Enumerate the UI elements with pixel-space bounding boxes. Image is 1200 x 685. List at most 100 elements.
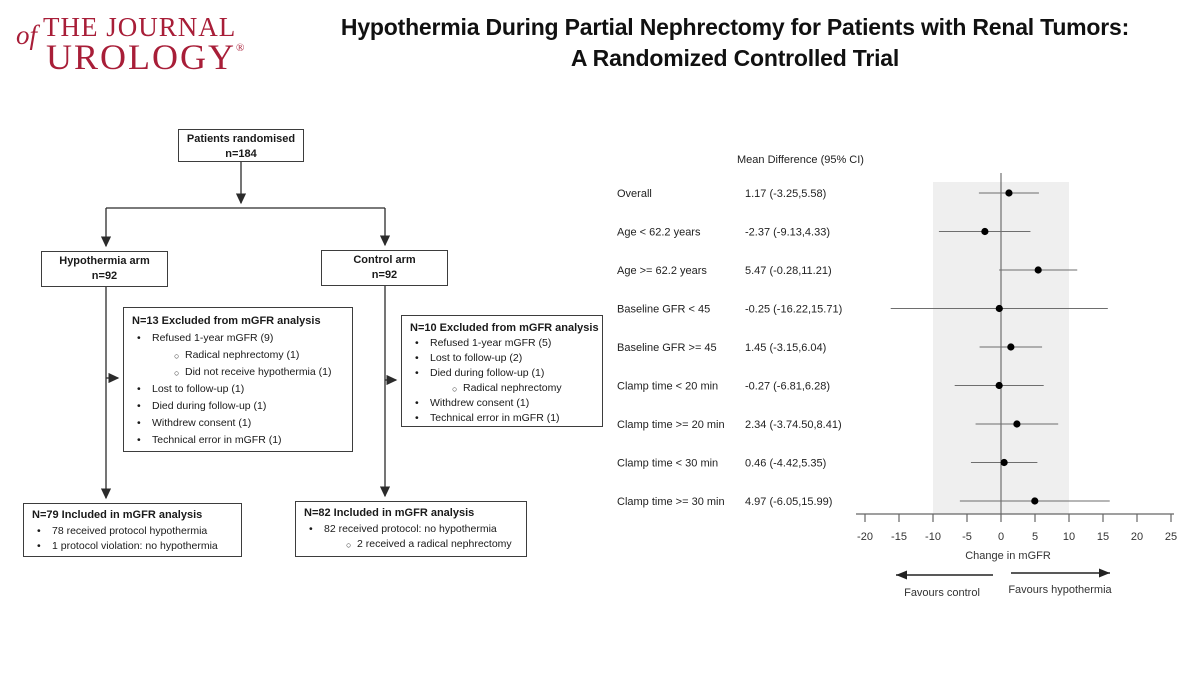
forest-row-label: Baseline GFR < 45 [617, 304, 710, 316]
logo-line2: UROLOGY® [46, 36, 244, 78]
circle-bullet-icon: ○ [174, 368, 180, 378]
bullet-icon: • [137, 434, 141, 446]
forest-row-value: -0.27 (-6.81,6.28) [745, 381, 830, 393]
hypothermia-arm-n: n=92 [91, 269, 118, 282]
box-control-included: N=82 Included in mGFR analysis •82 recei… [295, 501, 527, 557]
list-item-text: Did not receive hypothermia (1) [185, 366, 332, 378]
point-estimate-marker [1031, 497, 1039, 505]
consort-flow-diagram: Patients randomised n=184 Hypothermia ar… [0, 115, 660, 585]
flow-connectors [100, 162, 398, 500]
control-arm-n: n=92 [371, 268, 398, 281]
forest-row-value: 1.45 (-3.15,6.04) [745, 342, 826, 354]
control-included-list: • 82 received protocol: no hypothermia ○2 … [296, 522, 526, 553]
bullet-icon: • [37, 524, 41, 537]
circle-bullet-icon: ○ [346, 540, 352, 550]
favours-control-label: Favours control [904, 587, 980, 599]
bullet-icon: • [415, 397, 419, 409]
list-item-text: Refused 1-year mGFR (9) [152, 332, 274, 344]
hypo-included-title: N=79 Included in mGFR analysis [32, 509, 203, 521]
bullet-icon: • [309, 522, 313, 535]
x-tick-label: -5 [962, 531, 972, 543]
hypo-excluded-list: • Refused 1-year mGFR (9) ○ Radical nephrec… [124, 330, 352, 449]
list-item: • 82 received protocol: no hypothermia [296, 522, 526, 538]
box-control-arm: Control arm n=92 [321, 250, 448, 286]
control-excluded-list: • Refused 1-year mGFR (5) • Lost to follow-… [402, 336, 602, 426]
list-item: • Technical error in mGFR (1) [402, 411, 602, 426]
list-item-text: 82 received protocol: no hypothermia [324, 522, 497, 535]
list-item-text: Died during follow-up (1) [152, 400, 267, 412]
list-item-text: 78 received protocol hypothermia [52, 524, 208, 537]
list-item-text: Died during follow-up (1) [430, 367, 545, 379]
box-hypothermia-arm: Hypothermia arm n=92 [41, 251, 168, 287]
list-item-text: Radical nephrectomy (1) [185, 349, 300, 361]
list-item-text: Withdrew consent (1) [152, 417, 252, 429]
forest-row-label: Baseline GFR >= 45 [617, 342, 717, 354]
box-patients-randomised: Patients randomised n=184 [178, 129, 304, 162]
list-item-text: Lost to follow-up (2) [430, 352, 523, 364]
forest-row-label: Overall [617, 188, 652, 200]
list-item-text: Technical error in mGFR (1) [430, 412, 560, 424]
bullet-icon: • [415, 337, 419, 349]
forest-row-label: Clamp time < 30 min [617, 458, 718, 470]
forest-row-value: -0.25 (-16.22,15.71) [745, 304, 842, 316]
forest-plot: Mean Difference (95% CI) Overall 1.17 (-3.… [600, 140, 1200, 620]
x-tick-label: -15 [891, 531, 907, 543]
logo-line1: THE JOURNAL [43, 12, 237, 42]
mean-difference-header: Mean Difference (95% CI) [737, 154, 864, 166]
forest-row-value: 2.34 (-3.74.50,8.41) [745, 419, 842, 431]
point-estimate-marker [1034, 266, 1042, 274]
list-item: ○2 received a radical nephrectomy [296, 537, 526, 553]
randomised-n: n=184 [225, 147, 257, 160]
right-arrowhead-icon [1099, 568, 1110, 578]
forest-row-label: Age < 62.2 years [617, 227, 701, 239]
bullet-icon: • [37, 540, 41, 552]
logo-of-text: of [16, 20, 38, 50]
list-item: •Technical error in mGFR (1) [124, 432, 352, 449]
point-estimate-marker [995, 381, 1003, 390]
forest-plot-svg: Mean Difference (95% CI) Overall 1.17 (-3.… [617, 154, 1177, 599]
x-tick-label: 15 [1097, 531, 1109, 543]
list-item-text: 1 protocol violation: no hypothermia [52, 540, 218, 552]
x-axis-label: Change in mGFR [965, 550, 1051, 562]
hypo-included-list: • 78 received protocol hypothermia • 1 prot… [24, 524, 241, 555]
bullet-icon: • [415, 412, 419, 424]
control-arm-label: Control arm [353, 254, 416, 266]
list-item: ○ Did not receive hypothermia (1) [124, 364, 352, 381]
forest-row-label: Clamp time >= 30 min [617, 496, 725, 508]
forest-row-value: 0.46 (-4.42,5.35) [745, 458, 826, 470]
list-item: •Died during follow-up (1) [402, 366, 602, 381]
x-tick-label: -10 [925, 531, 941, 543]
forest-row-value: 1.17 (-3.25,5.58) [745, 188, 826, 200]
point-estimate-marker [1013, 420, 1021, 428]
bullet-icon: • [137, 332, 141, 344]
figure-title: Hypothermia During Partial Nephrectomy f… [280, 12, 1190, 74]
point-estimate-marker [995, 304, 1003, 313]
forest-row-label: Clamp time < 20 min [617, 381, 718, 393]
circle-bullet-icon: ○ [452, 384, 458, 394]
list-item: • Withdrew consent (1) [402, 396, 602, 411]
control-excluded-title: N=10 Excluded from mGFR analysis [410, 322, 599, 334]
box-hypothermia-excluded: N=13 Excluded from mGFR analysis •Refuse… [123, 307, 353, 452]
logo-urology-text: UROLOGY [46, 37, 236, 77]
list-item: • Refused 1-year mGFR (5) [402, 336, 602, 351]
point-estimate-marker [1007, 343, 1015, 351]
x-tick-label: 25 [1165, 531, 1177, 543]
list-item: •Died during follow-up (1) [124, 398, 352, 415]
circle-bullet-icon: ○ [174, 351, 180, 361]
list-item: • Withdrew consent (1) [124, 415, 352, 432]
list-item-text: Radical nephrectomy [463, 382, 562, 394]
favours-hypothermia-label: Favours hypothermia [1008, 584, 1112, 596]
title-line-1: Hypothermia During Partial Nephrectomy f… [340, 14, 1130, 40]
point-estimate-marker [1000, 458, 1008, 467]
list-item: ○ Radical nephrectomy (1) [124, 347, 352, 364]
list-item: • Refused 1-year mGFR (9) [124, 330, 352, 347]
list-item-text: Refused 1-year mGFR (5) [430, 337, 552, 349]
bullet-icon: • [137, 417, 141, 429]
bullet-icon: • [415, 352, 419, 364]
x-tick-label: 10 [1063, 531, 1075, 543]
point-estimate-marker [981, 227, 989, 236]
box-hypothermia-included: N=79 Included in mGFR analysis • 78 recei… [23, 503, 242, 557]
list-item: •Lost to follow-up (1) [124, 381, 352, 398]
list-item-text: Withdrew consent (1) [430, 397, 530, 409]
